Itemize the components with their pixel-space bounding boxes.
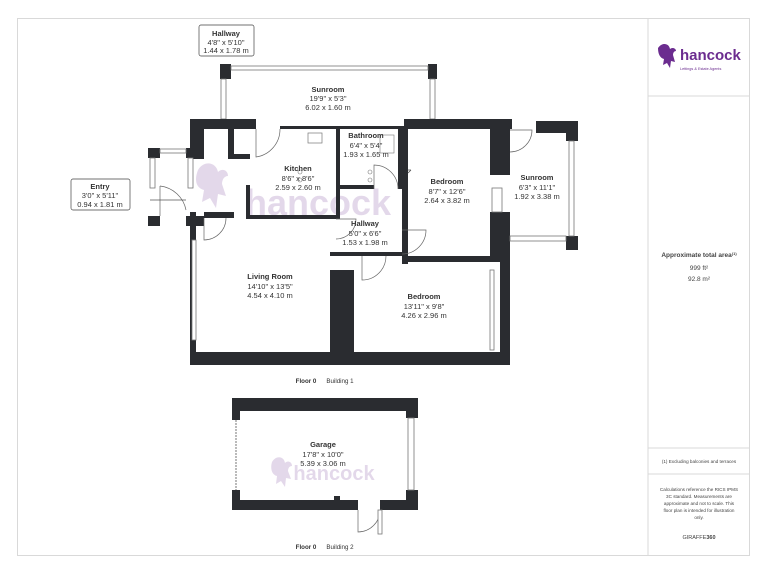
- bedroom-2-metric: 4.26 x 2.96 m: [401, 311, 446, 320]
- label-living-room: Living Room 14'10" x 13'5" 4.54 x 4.10 m: [247, 272, 293, 300]
- label-bedroom-1: Bedroom 8'7" x 12'6" 2.64 x 3.82 m: [424, 177, 469, 205]
- hallway-mid-imperial: 5'0" x 6'6": [349, 229, 382, 238]
- entry-metric: 0.94 x 1.81 m: [77, 200, 122, 209]
- building1-walls: [148, 64, 578, 365]
- disclaimer-line-2: 3C standard. Measurements are: [666, 494, 732, 499]
- sunroom-right-imperial: 6'3" x 11'1": [519, 183, 556, 192]
- bathroom-imperial: 6'4" x 5'4": [350, 141, 383, 150]
- sunroom-right-name: Sunroom: [521, 173, 554, 182]
- label-bathroom: Bathroom 6'4" x 5'4" 1.93 x 1.65 m: [343, 131, 388, 159]
- sunroom-right-metric: 1.92 x 3.38 m: [514, 192, 559, 201]
- sunroom-top-name: Sunroom: [312, 85, 345, 94]
- label-garage: Garage 17'8" x 10'0" 5.39 x 3.06 m: [300, 440, 345, 468]
- disclaimer-line-3: approximate and not to scale. This: [664, 501, 735, 506]
- bedroom-1-metric: 2.64 x 3.82 m: [424, 196, 469, 205]
- label-hallway-mid: Hallway 5'0" x 6'6" 1.53 x 1.98 m: [342, 219, 387, 247]
- label-bedroom-2: Bedroom 13'11" x 9'8" 4.26 x 2.96 m: [401, 292, 446, 320]
- area-ft: 999 ft²: [690, 265, 709, 272]
- disclaimer: Calculations reference the RICS IPMS 3C …: [660, 487, 738, 520]
- area-note: (1) Excluding balconies and terraces: [662, 459, 737, 464]
- living-room-imperial: 14'10" x 13'5": [247, 282, 293, 291]
- caption-building2: Floor 0 Building 2: [296, 544, 354, 551]
- disclaimer-line-5: only.: [694, 515, 703, 520]
- entry-name: Entry: [90, 182, 110, 191]
- garage-imperial: 17'8" x 10'0": [302, 450, 343, 459]
- bedroom-2-name: Bedroom: [408, 292, 441, 301]
- brand-name: hancock: [680, 47, 742, 64]
- sunroom-top-imperial: 19'9" x 5'3": [310, 94, 347, 103]
- hallway-top-imperial: 4'8" x 5'10": [208, 38, 245, 47]
- garage-name: Garage: [310, 440, 336, 449]
- label-hallway-top: Hallway 4'8" x 5'10" 1.44 x 1.78 m: [198, 24, 255, 57]
- label-sunroom-right: Sunroom 6'3" x 11'1" 1.92 x 3.38 m: [514, 173, 559, 201]
- kitchen-name: Kitchen: [284, 164, 312, 173]
- caption-building1: Floor 0 Building 1: [296, 378, 354, 385]
- building1-building: Building 1: [326, 378, 354, 385]
- hancock-watermark-garage: hancock: [271, 457, 375, 487]
- kitchen-imperial: 8'6" x 8'6": [282, 174, 315, 183]
- svg-text:hancock: hancock: [293, 463, 375, 485]
- svg-text:Approximate total area(1): Approximate total area(1): [661, 251, 737, 259]
- living-room-name: Living Room: [247, 272, 293, 281]
- building1-floor: Floor 0: [296, 378, 317, 385]
- building2-floor: Floor 0: [296, 544, 317, 551]
- disclaimer-line-4: floor plan is intended for illustration: [664, 508, 735, 513]
- bedroom-2-imperial: 13'11" x 9'8": [404, 302, 445, 311]
- living-room-metric: 4.54 x 4.10 m: [247, 291, 292, 300]
- credit-giraffe: GIRAFFE360: [682, 535, 715, 541]
- bedroom-1-imperial: 8'7" x 12'6": [429, 187, 466, 196]
- hallway-top-name: Hallway: [212, 29, 241, 38]
- hallway-mid-name: Hallway: [351, 219, 380, 228]
- bedroom-1-name: Bedroom: [431, 177, 464, 186]
- area-title: Approximate total area: [661, 252, 732, 259]
- page-frame: [17, 18, 750, 556]
- entry-imperial: 3'0" x 5'11": [82, 191, 119, 200]
- label-kitchen: Kitchen 8'6" x 8'6" 2.59 x 2.60 m: [275, 164, 320, 192]
- label-entry: Entry 3'0" x 5'11" 0.94 x 1.81 m: [70, 178, 131, 211]
- hallway-top-metric: 1.44 x 1.78 m: [203, 46, 248, 55]
- disclaimer-line-1: Calculations reference the RICS IPMS: [660, 487, 738, 492]
- building2-building: Building 2: [326, 544, 354, 551]
- garage-metric: 5.39 x 3.06 m: [300, 459, 345, 468]
- bathroom-name: Bathroom: [348, 131, 384, 140]
- label-sunroom-top: Sunroom 19'9" x 5'3" 6.02 x 1.60 m: [305, 85, 350, 112]
- area-summary: Approximate total area(1) 999 ft² 92.8 m…: [661, 251, 737, 283]
- area-title-sup: (1): [732, 251, 738, 256]
- brand-logo: hancock Lettings & Estate Agents: [658, 43, 742, 71]
- sunroom-top-metric: 6.02 x 1.60 m: [305, 103, 350, 112]
- area-m: 92.8 m²: [688, 276, 711, 283]
- building2-walls: [232, 398, 418, 535]
- bird-crest-icon: [658, 43, 676, 68]
- brand-tagline: Lettings & Estate Agents: [680, 67, 721, 71]
- building1-doors: [150, 128, 533, 281]
- bathroom-metric: 1.93 x 1.65 m: [343, 150, 388, 159]
- hallway-mid-metric: 1.53 x 1.98 m: [342, 238, 387, 247]
- kitchen-metric: 2.59 x 2.60 m: [275, 183, 320, 192]
